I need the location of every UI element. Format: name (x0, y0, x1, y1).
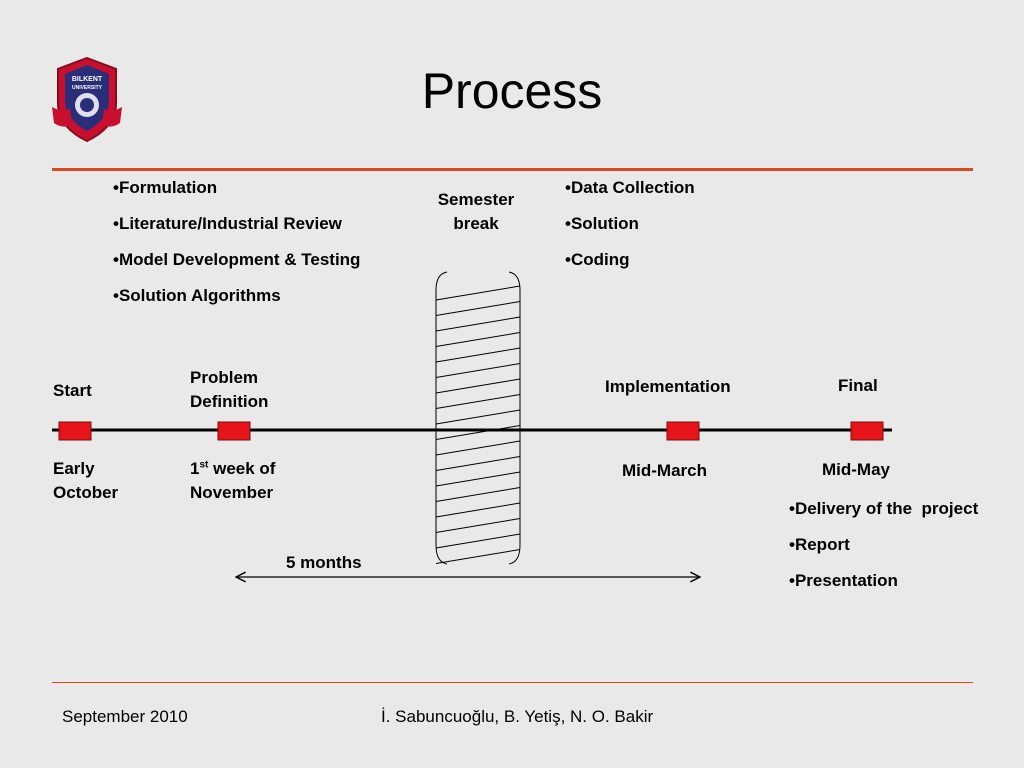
milestone-date-final: Mid-May (822, 460, 890, 479)
semester-break-band (435, 271, 521, 565)
milestone-marker-problem-definition (217, 421, 251, 441)
hatch-line (435, 363, 521, 378)
milestone-marker-final (850, 421, 884, 441)
phase1-activities: Formulation Literature/Industrial Review… (113, 176, 403, 320)
milestone-date-problem-definition: 1st week of November (190, 457, 320, 505)
list-item: Data Collection (565, 176, 765, 200)
list-item: Coding (565, 248, 765, 272)
logo-text-mid: UNIVERSITY (72, 85, 103, 91)
footer-divider (52, 682, 973, 683)
milestone-marker-start (58, 421, 92, 441)
semester-break-label: Semester break (437, 190, 515, 233)
university-logo: BILKENT UNIVERSITY (50, 55, 124, 145)
list-item: Solution (565, 212, 765, 236)
footer-authors: İ. Sabuncuoğlu, B. Yetiş, N. O. Bakir (381, 707, 654, 726)
milestone-label-problem-definition: Problem Definition (190, 368, 269, 411)
final-deliverables: Delivery of the project Report Presentat… (789, 497, 1021, 605)
milestone-label-final: Final (838, 376, 878, 395)
hatch-line (435, 332, 521, 347)
hatch-line (435, 471, 521, 487)
hatch-line (435, 549, 521, 564)
title-divider (52, 168, 973, 171)
hatch-line (435, 301, 521, 316)
page-title: Process (421, 63, 603, 119)
hatch-line (435, 347, 521, 363)
date-ordinal: st (199, 459, 209, 471)
hatch-line (435, 533, 521, 549)
hatch-line (435, 518, 521, 533)
list-item: Literature/Industrial Review (113, 212, 403, 236)
hatch-line (435, 378, 521, 394)
list-item: Report (789, 533, 1021, 557)
milestone-marker-implementation (666, 421, 700, 441)
hatch-line (435, 502, 521, 518)
milestone-label-implementation: Implementation (605, 377, 731, 396)
hatch-line (435, 285, 521, 301)
date-number: 1 (190, 459, 200, 478)
hatch-line (435, 316, 521, 332)
list-item: Formulation (113, 176, 403, 200)
phase2-activities: Data Collection Solution Coding (565, 176, 765, 284)
milestone-date-start: Early October (53, 459, 119, 502)
duration-label: 5 months (286, 553, 362, 572)
hatch-line (435, 487, 521, 502)
hatch-line (435, 425, 521, 440)
hatch-line (435, 440, 521, 456)
footer-date: September 2010 (62, 707, 188, 726)
hatch-line (435, 409, 521, 425)
hatch-line (435, 456, 521, 471)
logo-text-top: BILKENT (72, 76, 103, 83)
list-item: Delivery of the project (789, 497, 1021, 521)
list-item: Presentation (789, 569, 1021, 593)
list-item: Solution Algorithms (113, 284, 403, 308)
date-text: week of November (190, 459, 276, 502)
list-item: Model Development & Testing (113, 248, 403, 272)
milestone-label-start: Start (53, 381, 92, 400)
hatch-line (435, 394, 521, 409)
milestone-date-implementation: Mid-March (622, 461, 707, 480)
